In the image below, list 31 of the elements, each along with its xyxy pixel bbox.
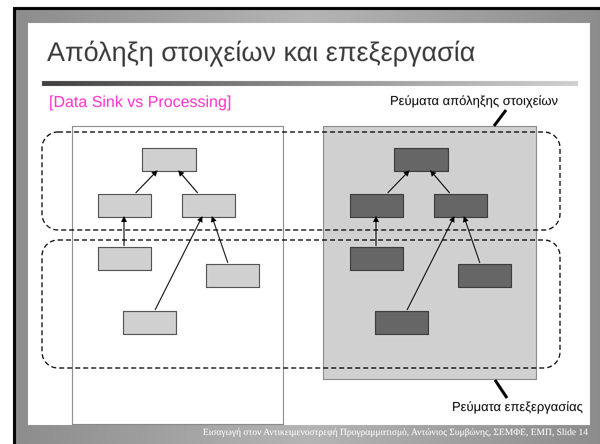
stream-box [394, 148, 449, 172]
arrow [135, 170, 158, 194]
slide-title: Απόληξη στοιχείων και επεξεργασία [47, 36, 476, 69]
arrow [387, 170, 410, 194]
arrow [121, 216, 127, 246]
stream-box [123, 311, 177, 335]
panel-background [72, 126, 284, 425]
footer-text: Εισαγωγή στον Αντικειμενοστρεφή Προγραμματισμό, Αντώνιος Συμβώνης, ΣΕΜΦΕ, ΕΜΠ, Slide 14 [202, 427, 588, 440]
arrow [210, 216, 228, 264]
stream-box [458, 264, 512, 288]
subtitle: [Data Sink vs Processing] [49, 93, 232, 113]
leader-line [494, 379, 508, 399]
leader-line [492, 109, 508, 127]
panel-background [323, 126, 537, 380]
annotation-text: Ρεύματα απόληξης στοιχείων [390, 92, 558, 110]
stream-box [375, 311, 429, 335]
stream-box [206, 264, 260, 288]
stream-box [182, 194, 236, 218]
arrow [430, 170, 450, 194]
stream-box [98, 247, 152, 271]
arrow [178, 170, 198, 194]
arrow [373, 216, 379, 246]
stream-box [434, 194, 488, 218]
stream-box [350, 247, 404, 271]
stream-box [142, 148, 197, 172]
arrow [462, 216, 480, 264]
arrow [406, 216, 454, 310]
stream-box [350, 194, 404, 218]
arrow [154, 216, 202, 310]
stream-box [98, 194, 152, 218]
annotation-text: Ρεύματα επεξεργασίας [452, 398, 583, 416]
